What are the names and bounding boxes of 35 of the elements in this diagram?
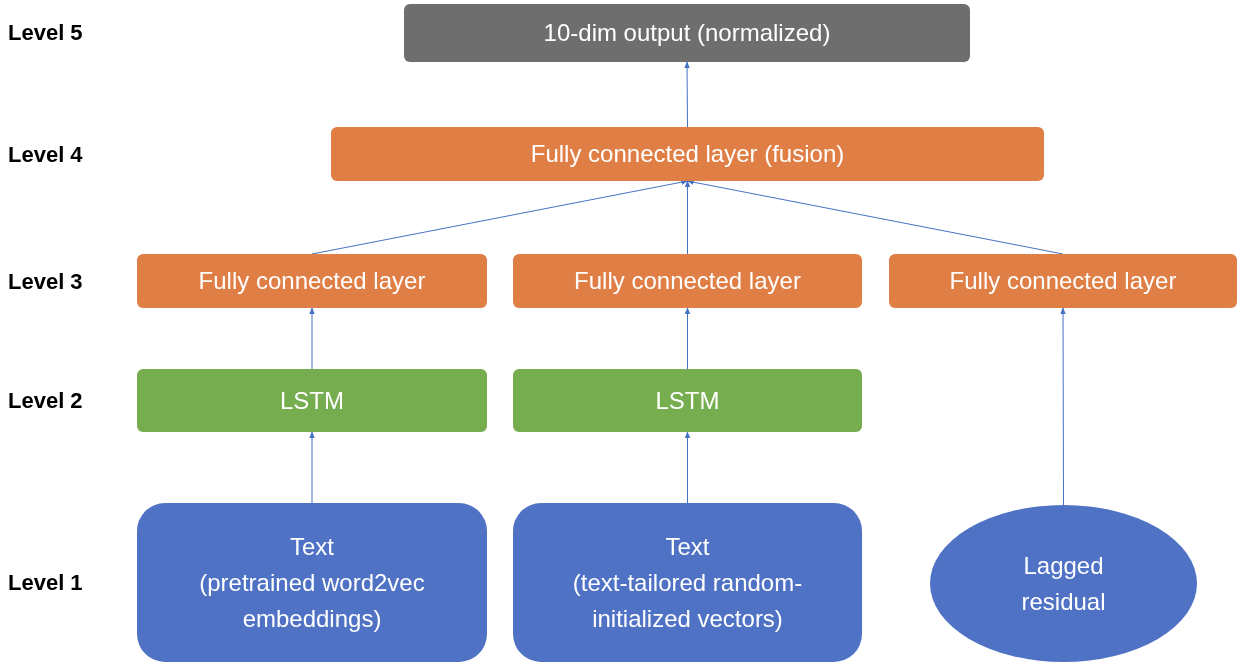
input-box [513, 503, 862, 662]
node-text: Fully connected layer (fusion) [530, 139, 845, 169]
output-box [404, 4, 970, 62]
node-text: 10-dim output (normalized) [543, 18, 831, 48]
layer-box [513, 254, 862, 308]
arrow [684, 61, 690, 128]
arrow [1060, 307, 1066, 506]
node-text: Fully connected layer [949, 266, 1177, 296]
arrow [309, 307, 315, 370]
input-box [137, 503, 487, 662]
node-text: Fully connected layer [198, 266, 426, 296]
lstm-box [137, 369, 487, 432]
level-label: Level 5 [8, 22, 83, 44]
arrow [686, 179, 1064, 255]
arrow [684, 431, 691, 504]
layer-box [137, 254, 487, 308]
arrow [311, 179, 689, 255]
node-text: (text-tailored random-initialized vectors) [571, 567, 804, 634]
node-text: Lagged residual [1020, 550, 1107, 617]
level-label: Level 1 [8, 572, 83, 594]
node-text: Text [665, 531, 710, 562]
lstm-box [513, 369, 862, 432]
level-label: Level 4 [8, 144, 83, 166]
level-label: Level 2 [8, 390, 83, 412]
node-text: (pretrained word2vec embeddings) [198, 567, 426, 634]
layer-box [889, 254, 1237, 308]
arrow [684, 180, 691, 255]
node-text: LSTM [280, 385, 344, 416]
node-text: LSTM [655, 385, 720, 416]
node-text: Fully connected layer [574, 266, 801, 296]
node-text: Text [290, 531, 334, 562]
layer-box [331, 127, 1044, 181]
arrow [309, 431, 315, 504]
level-label: Level 3 [8, 271, 83, 293]
arrow [684, 307, 691, 370]
